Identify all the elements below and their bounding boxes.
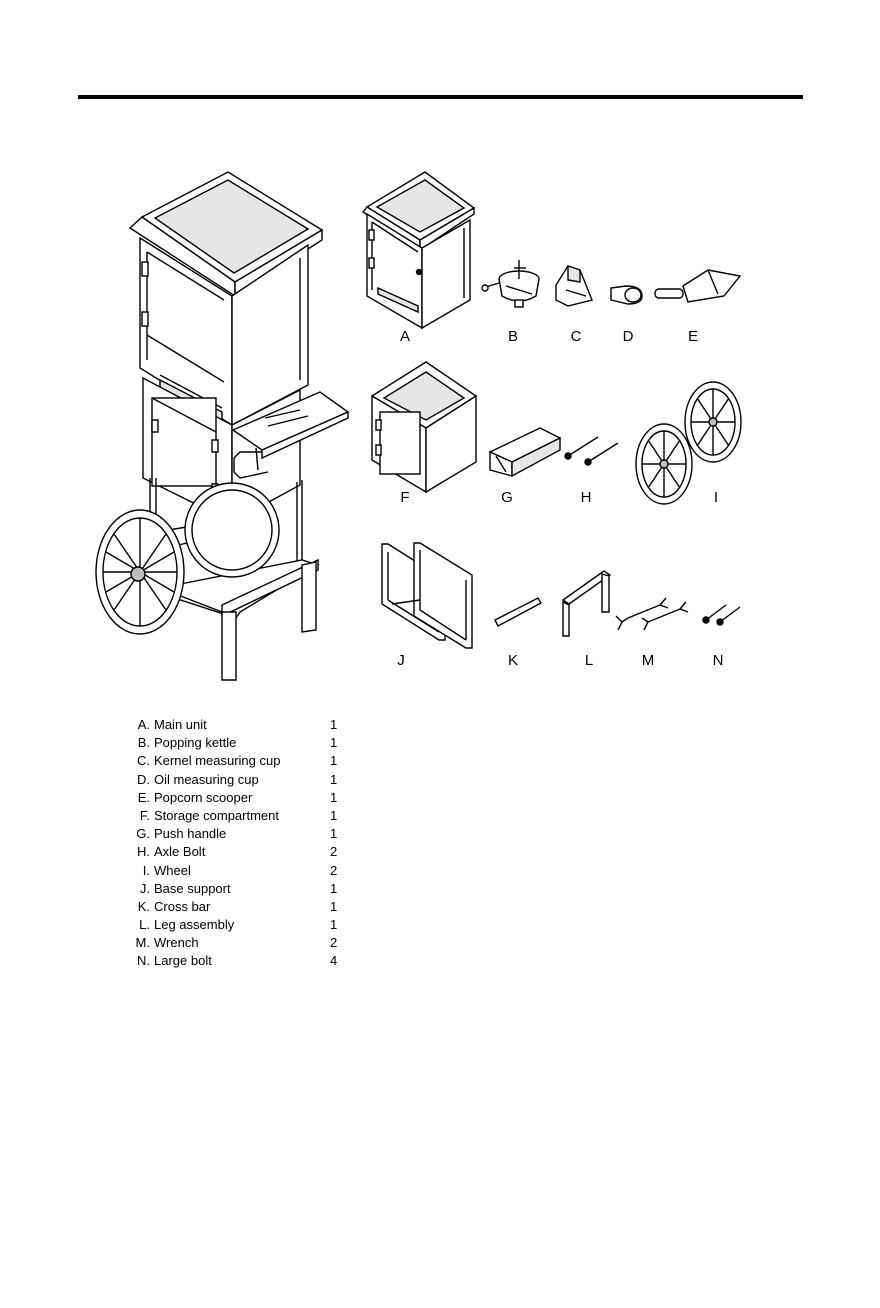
part-code: H. (128, 843, 154, 861)
part-n-drawing (703, 605, 740, 625)
label-l: L (585, 653, 593, 668)
part-m-drawing (616, 598, 688, 630)
label-e: E (688, 329, 698, 344)
part-name: Large bolt (154, 952, 330, 970)
part-j-drawing (382, 543, 472, 648)
label-j: J (397, 653, 405, 668)
part-quantity: 1 (330, 880, 350, 898)
part-name: Main unit (154, 716, 330, 734)
part-name: Popcorn scooper (154, 789, 330, 807)
part-code: L. (128, 916, 154, 934)
part-name: Storage compartment (154, 807, 330, 825)
part-a-drawing (363, 172, 474, 328)
part-code: I. (128, 862, 154, 880)
label-n: N (713, 653, 724, 668)
part-code: M. (128, 934, 154, 952)
part-name: Popping kettle (154, 734, 330, 752)
part-quantity: 1 (330, 898, 350, 916)
part-g-drawing (490, 428, 560, 476)
part-f-drawing (372, 362, 476, 492)
label-h: H (581, 490, 592, 505)
part-quantity: 1 (330, 825, 350, 843)
part-name: Leg assembly (154, 916, 330, 934)
part-quantity: 1 (330, 916, 350, 934)
part-name: Kernel measuring cup (154, 752, 330, 770)
label-a: A (400, 329, 410, 344)
part-d-drawing (611, 286, 642, 304)
part-code: A. (128, 716, 154, 734)
part-quantity: 1 (330, 771, 350, 789)
part-code: B. (128, 734, 154, 752)
part-code: D. (128, 771, 154, 789)
part-b-drawing (482, 260, 539, 307)
part-quantity: 1 (330, 734, 350, 752)
part-code: K. (128, 898, 154, 916)
label-d: D (623, 329, 634, 344)
part-quantity: 2 (330, 862, 350, 880)
assembled-cart-drawing (96, 172, 348, 680)
part-code: E. (128, 789, 154, 807)
label-f: F (400, 490, 409, 505)
part-name: Axle Bolt (154, 843, 330, 861)
part-code: N. (128, 952, 154, 970)
part-l-drawing (563, 571, 610, 636)
part-name: Base support (154, 880, 330, 898)
part-quantity: 2 (330, 843, 350, 861)
part-quantity: 1 (330, 752, 350, 770)
part-name: Cross bar (154, 898, 330, 916)
part-code: J. (128, 880, 154, 898)
label-b: B (508, 329, 518, 344)
part-k-drawing (495, 598, 541, 626)
part-c-drawing (556, 266, 592, 306)
part-quantity: 2 (330, 934, 350, 952)
part-name: Wheel (154, 862, 330, 880)
part-name: Push handle (154, 825, 330, 843)
label-k: K (508, 653, 518, 668)
part-name: Oil measuring cup (154, 771, 330, 789)
part-quantity: 1 (330, 807, 350, 825)
part-quantity: 1 (330, 716, 350, 734)
label-i: I (714, 490, 718, 505)
part-code: G. (128, 825, 154, 843)
part-e-drawing (655, 270, 740, 302)
part-h-drawing (565, 437, 618, 465)
part-name: Wrench (154, 934, 330, 952)
label-g: G (501, 490, 513, 505)
part-quantity: 1 (330, 789, 350, 807)
label-m: M (642, 653, 655, 668)
part-quantity: 4 (330, 952, 350, 970)
part-i-drawing (636, 382, 741, 504)
part-code: C. (128, 752, 154, 770)
part-code: F. (128, 807, 154, 825)
label-c: C (571, 329, 582, 344)
